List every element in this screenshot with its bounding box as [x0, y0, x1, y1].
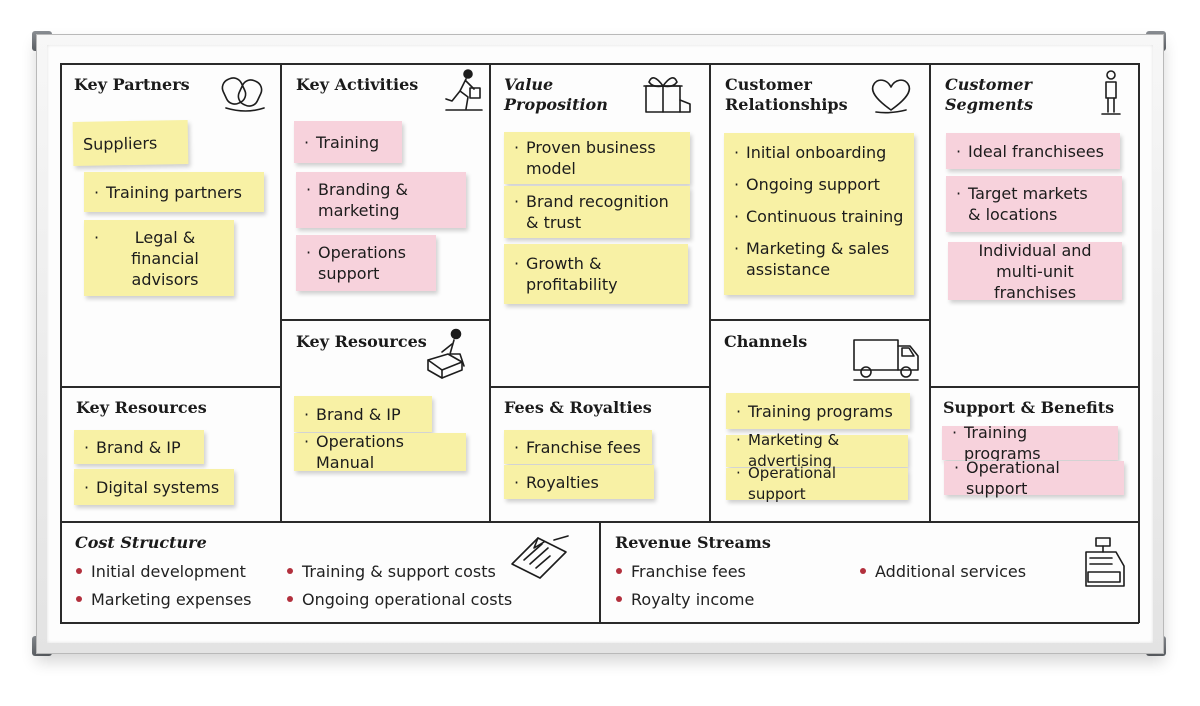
revenue-item: Royalty income [616, 589, 754, 611]
sticky-note[interactable]: ·Target markets & locations [946, 176, 1122, 232]
cell-title: Cost Structure [75, 533, 207, 552]
sticky-note[interactable]: ·Operational support [726, 464, 908, 503]
revenue-item: Franchise fees [616, 561, 746, 583]
worker-lifting-icon [445, 69, 483, 111]
sticky-note[interactable]: ·Digital systems [74, 469, 234, 505]
cell-title: Fees & Royalties [504, 398, 652, 417]
sticky-note[interactable]: ·Branding & marketing [296, 172, 466, 228]
sticky-note[interactable]: ·Growth & profitability [504, 244, 688, 304]
sticky-note[interactable]: ·Operations support [296, 235, 436, 291]
cost-item: Marketing expenses [76, 589, 252, 611]
sticky-note[interactable]: ·Operational support [944, 458, 1124, 498]
sticky-note[interactable]: ·Franchise fees [504, 430, 652, 464]
delivery-truck-icon [853, 339, 919, 381]
cell-title: Support & Benefits [943, 398, 1115, 417]
sticky-note[interactable]: ·Brand recognition & trust [504, 186, 690, 238]
sticky-note[interactable]: ·Proven business model [504, 132, 690, 184]
sticky-note[interactable]: ·Brand & IP [294, 396, 432, 432]
sticky-note[interactable]: ·Training programs [942, 423, 1118, 463]
sticky-note[interactable]: Suppliers [72, 119, 189, 167]
sticky-note[interactable]: ·Legal & financial advisors [84, 220, 234, 296]
cost-item: Initial development [76, 561, 246, 583]
worker-box-icon [427, 328, 465, 379]
sticky-note[interactable]: ·Brand & IP [74, 430, 204, 464]
chain-links-icon [221, 77, 265, 112]
sticky-note[interactable]: ·Royalties [504, 465, 654, 499]
cell-title: Key Resources [296, 332, 427, 351]
sticky-note[interactable]: ·Ideal franchisees [946, 133, 1120, 169]
sticky-note[interactable]: ·Training [294, 121, 402, 163]
sticky-note[interactable]: ·Training programs [726, 393, 910, 429]
sticky-note[interactable]: ·Initial onboarding ·Ongoing support ·Co… [724, 133, 914, 295]
cost-item: Training & support costs [287, 561, 496, 583]
cell-title: Customer Segments [945, 75, 1034, 114]
cell-title: Key Resources [76, 398, 207, 417]
sticky-note[interactable]: Individual and multi-unit franchises [948, 241, 1122, 302]
cell-title: Revenue Streams [615, 533, 771, 552]
cell-title: Value Proposition [504, 75, 608, 114]
person-icon [1101, 70, 1121, 115]
cell-title: Channels [724, 332, 808, 351]
sticky-note[interactable]: ·Training partners [84, 172, 264, 212]
sticky-note[interactable]: ·Marketing & advertising [726, 431, 908, 470]
revenue-item: Additional services [860, 561, 1026, 583]
cash-register-icon [1085, 537, 1125, 587]
heart-icon [871, 79, 911, 114]
sticky-note[interactable]: ·Operations Manual [294, 432, 466, 472]
cell-title: Key Partners [74, 75, 190, 94]
cell-title: Key Activities [296, 75, 419, 94]
cell-title: Customer Relationships [725, 75, 848, 114]
document-pen-icon [511, 535, 569, 579]
gift-box-icon [643, 77, 691, 113]
cost-item: Ongoing operational costs [287, 589, 512, 611]
